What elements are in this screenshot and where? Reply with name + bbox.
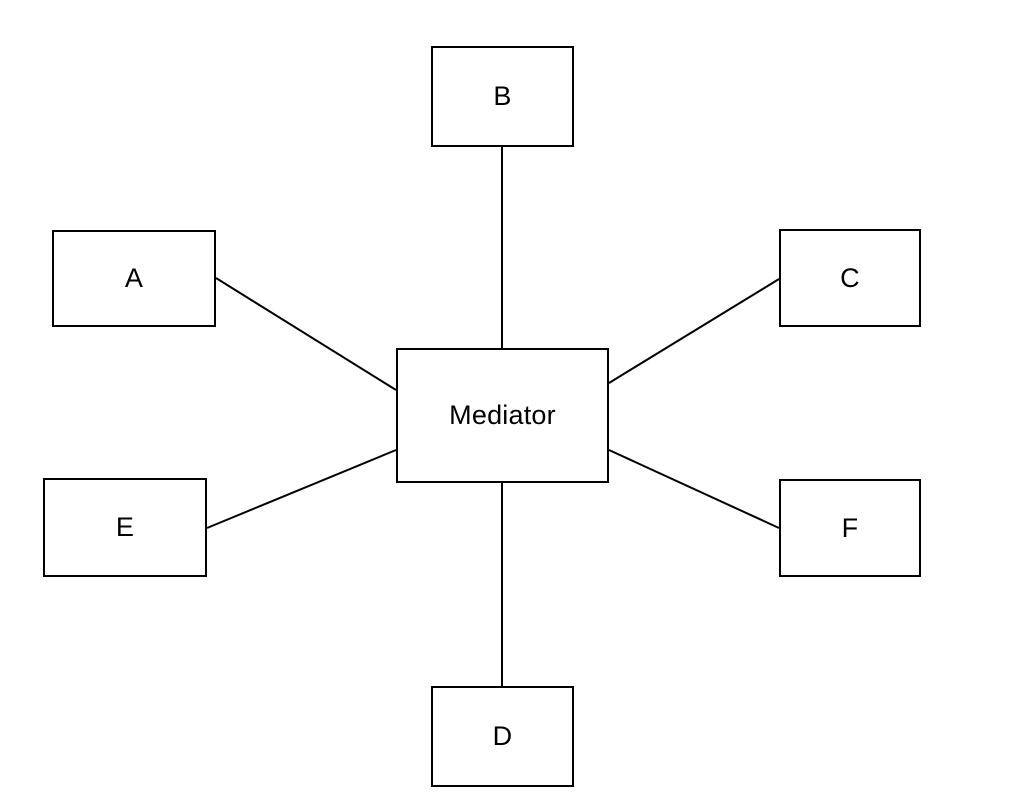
node-e[interactable]: E	[43, 478, 207, 577]
node-c-label: C	[840, 262, 860, 293]
node-a[interactable]: A	[52, 230, 216, 327]
node-mediator[interactable]: Mediator	[396, 348, 609, 483]
node-b-label: B	[493, 81, 512, 111]
node-b[interactable]: B	[431, 46, 574, 147]
node-e-label: E	[115, 512, 135, 542]
edge-f-mediator	[608, 449, 780, 529]
edge-a-mediator	[215, 277, 397, 391]
edge-c-mediator	[608, 278, 780, 384]
node-d[interactable]: D	[431, 686, 574, 787]
edge-e-mediator	[206, 449, 397, 529]
node-f-label: F	[841, 512, 859, 543]
node-d-label: D	[492, 721, 513, 751]
node-c[interactable]: C	[779, 229, 921, 327]
node-f[interactable]: F	[779, 479, 921, 577]
node-mediator-label: Mediator	[449, 400, 556, 430]
node-a-label: A	[124, 263, 144, 293]
